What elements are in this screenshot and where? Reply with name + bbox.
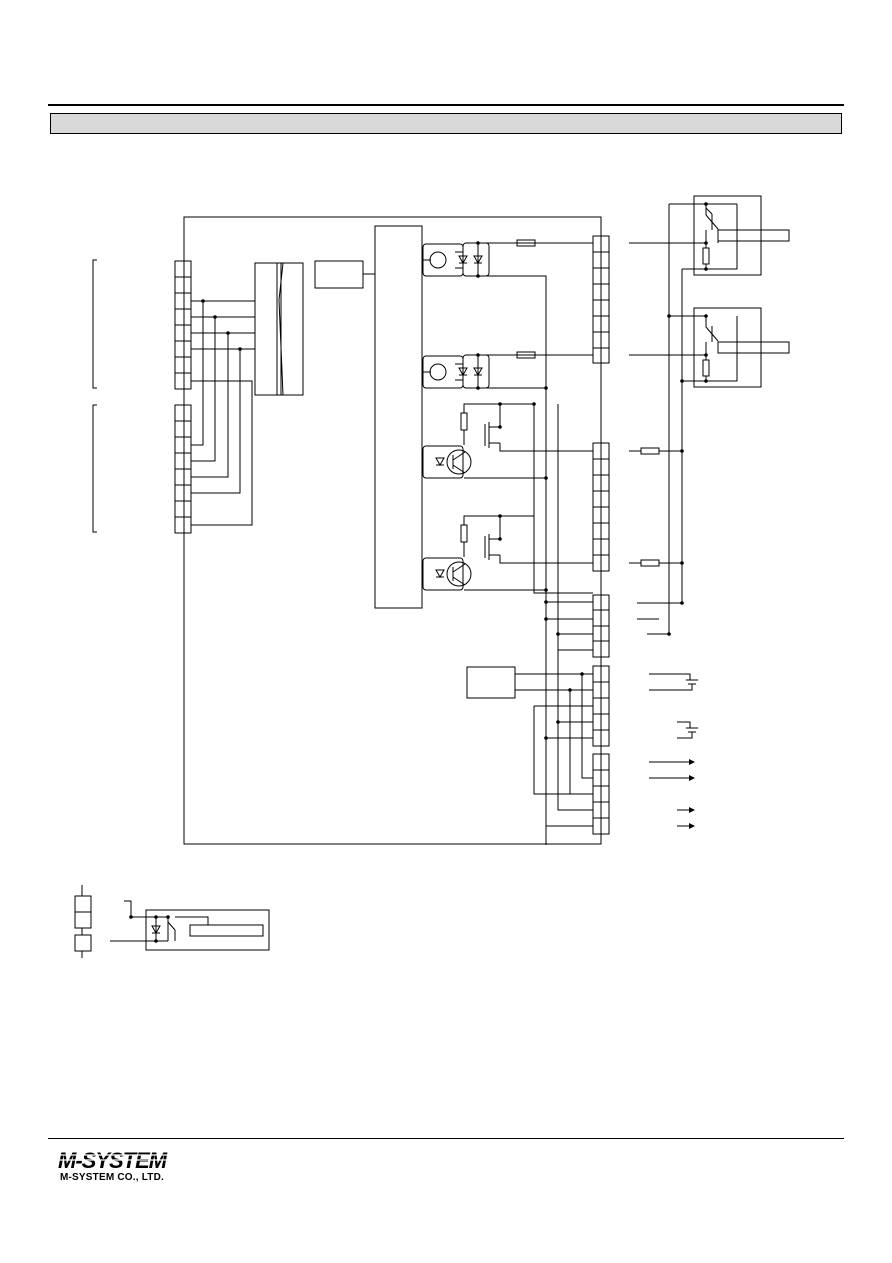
section-title-bar <box>50 113 842 134</box>
output-photocoupler-2 <box>422 351 593 389</box>
terminal-block-left-upper <box>174 260 192 390</box>
bracket-upper <box>92 259 97 389</box>
company-name: M-SYSTEM CO., LTD. <box>60 1172 164 1183</box>
external-relay-2 <box>669 307 790 388</box>
communication-block <box>466 666 516 699</box>
output-photocoupler-1 <box>422 239 593 845</box>
bracket-lower <box>92 404 97 533</box>
input-circuit-block <box>254 262 278 396</box>
output-transistor-2 <box>422 515 593 591</box>
external-relay-1 <box>669 195 790 276</box>
power-block <box>314 260 364 289</box>
bottom-rule <box>48 1138 844 1139</box>
legend-contact-diagram <box>74 885 270 958</box>
top-rule <box>48 104 844 106</box>
terminal-block-right-2 <box>592 442 610 572</box>
unit-enclosure <box>183 216 602 845</box>
terminal-block-right-1 <box>592 235 610 364</box>
msystem-logo: M-SYSTEM <box>58 1148 186 1173</box>
output-transistor-1 <box>422 403 593 594</box>
junction-dots <box>129 202 708 943</box>
isolation-block <box>280 262 304 396</box>
cpu-block <box>374 225 423 609</box>
terminal-block-left-lower <box>174 404 192 534</box>
battery-1 <box>649 673 698 691</box>
battery-2 <box>677 721 698 739</box>
terminal-block-right-3 <box>592 594 610 658</box>
